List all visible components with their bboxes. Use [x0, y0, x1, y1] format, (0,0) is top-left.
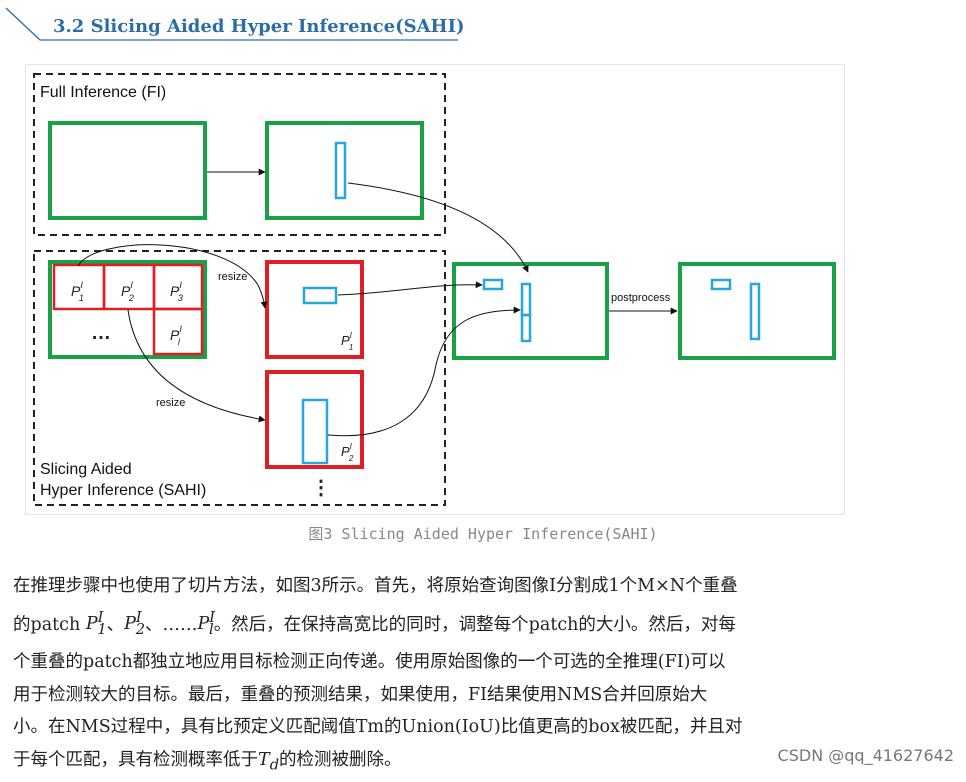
sahi-diagram: Full Inference (FI) Slicing Aided Hyper …	[33, 73, 836, 506]
math-td-symbol: T	[258, 749, 270, 770]
resize-label-2: resize	[156, 397, 185, 409]
resized-p2-sup: I	[350, 442, 353, 451]
patch-ellipsis: …	[91, 322, 111, 344]
vertical-ellipsis: ⋮	[311, 477, 331, 499]
line6-pre: 于每个匹配，具有检测概率低于	[13, 749, 258, 770]
patch-pl-sup: I	[179, 324, 182, 334]
math-pl-sub: l	[209, 620, 214, 638]
fi-region	[33, 73, 446, 236]
patch-p1-label: PI 1	[71, 280, 84, 303]
math-p2-sub: 2	[135, 620, 145, 638]
resized-p1-symbol: P	[341, 333, 350, 348]
patch-pl-sub: l	[178, 337, 181, 347]
resize-arrow-2	[127, 309, 266, 423]
line2-pre: 的patch	[13, 614, 86, 635]
fi-to-merge-arrow	[347, 182, 529, 273]
math-p1-symbol: P	[85, 614, 98, 635]
patch-p3-sub: 3	[178, 293, 183, 303]
paragraph-line-2: 的patch PI1、PI2、……PIl。然后，在保持高宽比的同时，调整每个pa…	[13, 603, 863, 647]
resize-label-1: resize	[218, 271, 247, 283]
math-p2: PI2	[124, 610, 145, 638]
patch1-detection-box	[302, 286, 338, 305]
final-tall-box	[749, 282, 761, 341]
patch-p3-sup: I	[179, 280, 182, 290]
fi-detection-box	[334, 141, 347, 200]
patch-p2-label: PI 2	[121, 280, 134, 303]
math-td: Td	[258, 749, 280, 774]
sahi-label-line1: Slicing Aided	[40, 461, 132, 478]
patch-p1-sup: I	[80, 280, 83, 290]
patch-pl	[152, 307, 204, 356]
line6-post: 的检测被删除。	[279, 749, 402, 770]
final-small-box	[710, 278, 732, 291]
patch-p2-sub: 2	[128, 293, 134, 303]
patch-p3-label: PI 3	[170, 280, 183, 303]
resized-p2-symbol: P	[341, 444, 350, 459]
patch-p2-symbol: P	[121, 283, 131, 299]
paragraph-line-4: 用于检测较大的目标。最后，重叠的预测结果，如果使用，FI结果使用NMS合并回原始…	[13, 684, 708, 705]
sahi-input-image	[48, 260, 207, 359]
merged-small-box	[482, 278, 504, 291]
merged-tall-box-top	[520, 282, 532, 317]
math-p1-sup: I	[97, 609, 104, 627]
resized-patch-2	[265, 370, 364, 469]
resized-p1-sup: I	[350, 331, 353, 340]
final-image	[678, 262, 836, 360]
paragraph-line-6: 于每个匹配，具有检测概率低于Td的检测被删除。	[13, 744, 863, 782]
sahi-label-line2: Hyper Inference (SAHI)	[40, 482, 206, 499]
section-heading: 3.2 Slicing Aided Hyper Inference(SAHI)	[0, 0, 465, 44]
line2-sep1: 、	[106, 614, 125, 635]
postprocess-label: postprocess	[611, 292, 671, 304]
resized-patch-1	[265, 260, 364, 359]
patch-p2-sup: I	[130, 280, 133, 290]
line2-sep2: 、……	[144, 614, 198, 635]
sahi-figure: Full Inference (FI) Slicing Aided Hyper …	[25, 64, 845, 515]
math-td-sub: d	[269, 756, 280, 774]
resized-p1-sub: 1	[349, 343, 353, 352]
patch-p1-sub: 1	[79, 293, 84, 303]
merged-tall-box-bottom	[520, 313, 532, 343]
csdn-watermark: CSDN @qq_41627642	[777, 746, 954, 765]
paragraph-line-3: 个重叠的patch都独立地应用目标检测正向传递。使用原始图像的一个可选的全推理(…	[13, 652, 726, 673]
line2-post: 。然后，在保持高宽比的同时，调整每个patch的大小。然后，对每	[213, 614, 736, 635]
math-pl-symbol: P	[197, 614, 210, 635]
figure-caption: 图3 Slicing Aided Hyper Inference(SAHI)	[308, 525, 658, 543]
patch-pl-symbol: P	[170, 327, 180, 343]
math-p2-sup: I	[135, 609, 142, 627]
math-pl-sup: I	[209, 609, 216, 627]
heading-decoration	[5, 7, 458, 41]
section-title: 3.2 Slicing Aided Hyper Inference(SAHI)	[53, 16, 465, 37]
math-p1: PI1	[85, 610, 107, 638]
patch-p1-symbol: P	[71, 283, 81, 299]
body-paragraph: 在推理步骤中也使用了切片方法，如图3所示。首先，将原始查询图像I分割成1个M×N…	[13, 570, 863, 782]
paragraph-line-1: 在推理步骤中也使用了切片方法，如图3所示。首先，将原始查询图像I分割成1个M×N…	[13, 576, 738, 596]
math-p1-sub: 1	[97, 620, 107, 638]
patch2-detection-box	[301, 398, 329, 465]
fi-label: Full Inference (FI)	[40, 84, 166, 101]
math-p2-symbol: P	[124, 614, 136, 635]
fi-input-image	[48, 121, 207, 220]
merged-image	[452, 262, 609, 360]
resized-patch-2-label: PI 2	[341, 442, 354, 463]
fi-output-image	[265, 121, 424, 220]
paragraph-line-5: 小。在NMS过程中，具有比预定义匹配阈值Tm的Union(IoU)比值更高的bo…	[13, 717, 743, 738]
patch2-to-merge-arrow	[327, 306, 521, 437]
resize-arrow-1	[77, 244, 268, 309]
resized-p2-sub: 2	[348, 454, 354, 463]
resized-patch-1-label: PI 1	[341, 331, 353, 352]
sahi-region	[33, 250, 446, 506]
patch1-to-merge-arrow	[337, 281, 483, 296]
patch-p3-symbol: P	[170, 283, 180, 299]
math-pl: PIl	[197, 610, 215, 638]
